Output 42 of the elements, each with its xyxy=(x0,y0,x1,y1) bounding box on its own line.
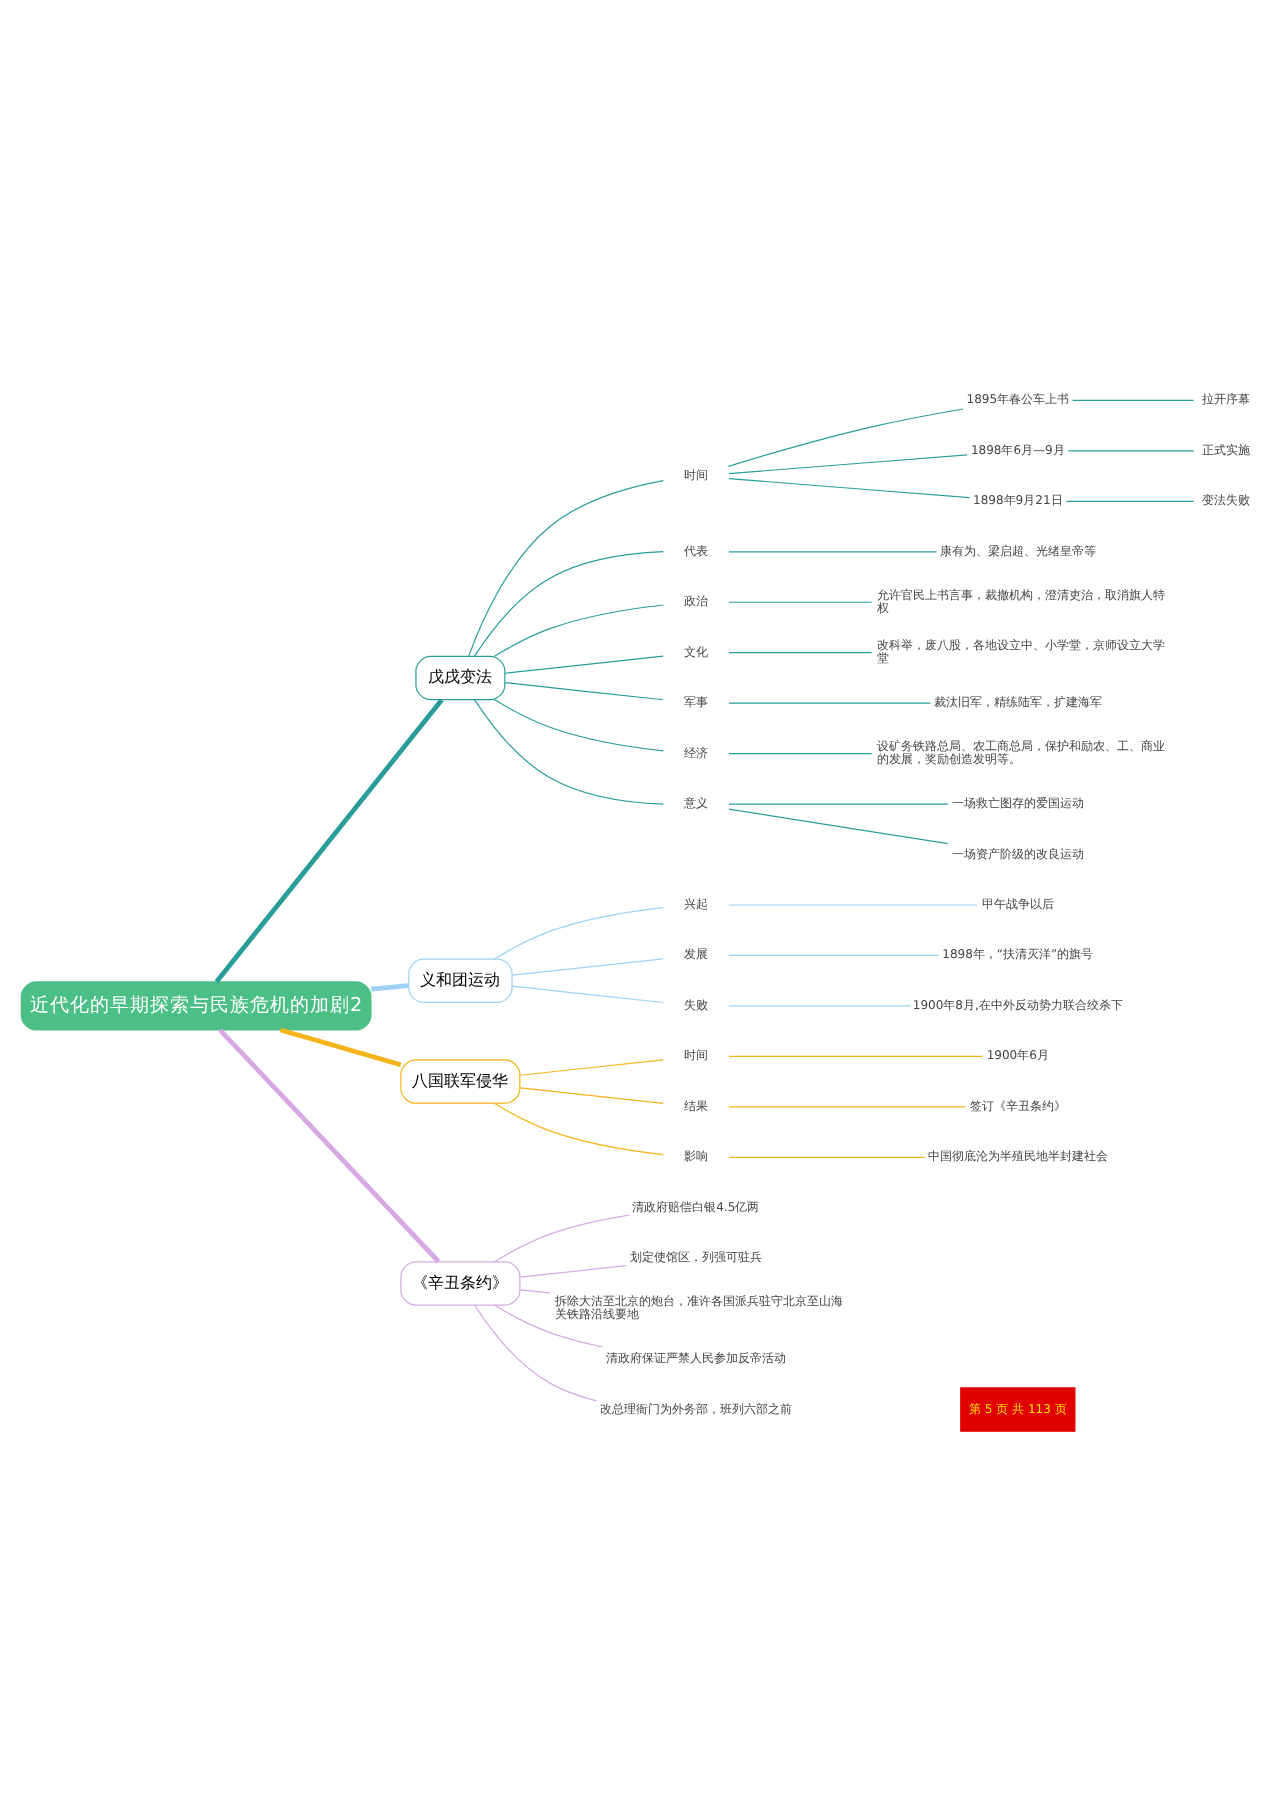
connector xyxy=(728,954,940,957)
connector xyxy=(728,478,971,499)
connector xyxy=(511,958,664,976)
connector xyxy=(504,655,664,674)
connector xyxy=(493,1304,604,1348)
connector xyxy=(473,699,664,805)
connector xyxy=(519,1289,551,1294)
connector xyxy=(218,1028,441,1264)
connector xyxy=(1065,500,1195,502)
connector xyxy=(493,604,664,657)
connector xyxy=(493,907,664,960)
connector xyxy=(727,408,964,467)
connector xyxy=(728,1055,984,1057)
connector xyxy=(728,1005,912,1007)
connector xyxy=(473,1304,598,1402)
connector xyxy=(493,699,664,752)
connector xyxy=(473,551,664,657)
connector xyxy=(728,454,968,475)
connector xyxy=(493,1214,630,1263)
node-box: 近代化的早期探索与民族危机的加剧2 xyxy=(20,981,372,1031)
connector xyxy=(214,698,444,984)
connector xyxy=(493,1102,664,1156)
connector xyxy=(728,803,949,805)
connector xyxy=(728,652,873,654)
connector xyxy=(728,1106,966,1108)
connector xyxy=(728,702,932,704)
connector xyxy=(519,1087,664,1104)
connector xyxy=(728,904,979,906)
connector xyxy=(371,983,409,992)
connector xyxy=(519,1265,627,1278)
connector xyxy=(468,479,664,657)
connector xyxy=(728,753,873,755)
connector xyxy=(1067,450,1195,452)
connector xyxy=(1072,399,1195,402)
connector xyxy=(728,1156,926,1158)
connector xyxy=(728,601,873,603)
connector xyxy=(504,682,664,701)
connector xyxy=(519,1059,664,1076)
connector xyxy=(279,1027,402,1067)
connector xyxy=(728,808,949,845)
connector xyxy=(511,985,664,1004)
connector xyxy=(728,551,938,553)
